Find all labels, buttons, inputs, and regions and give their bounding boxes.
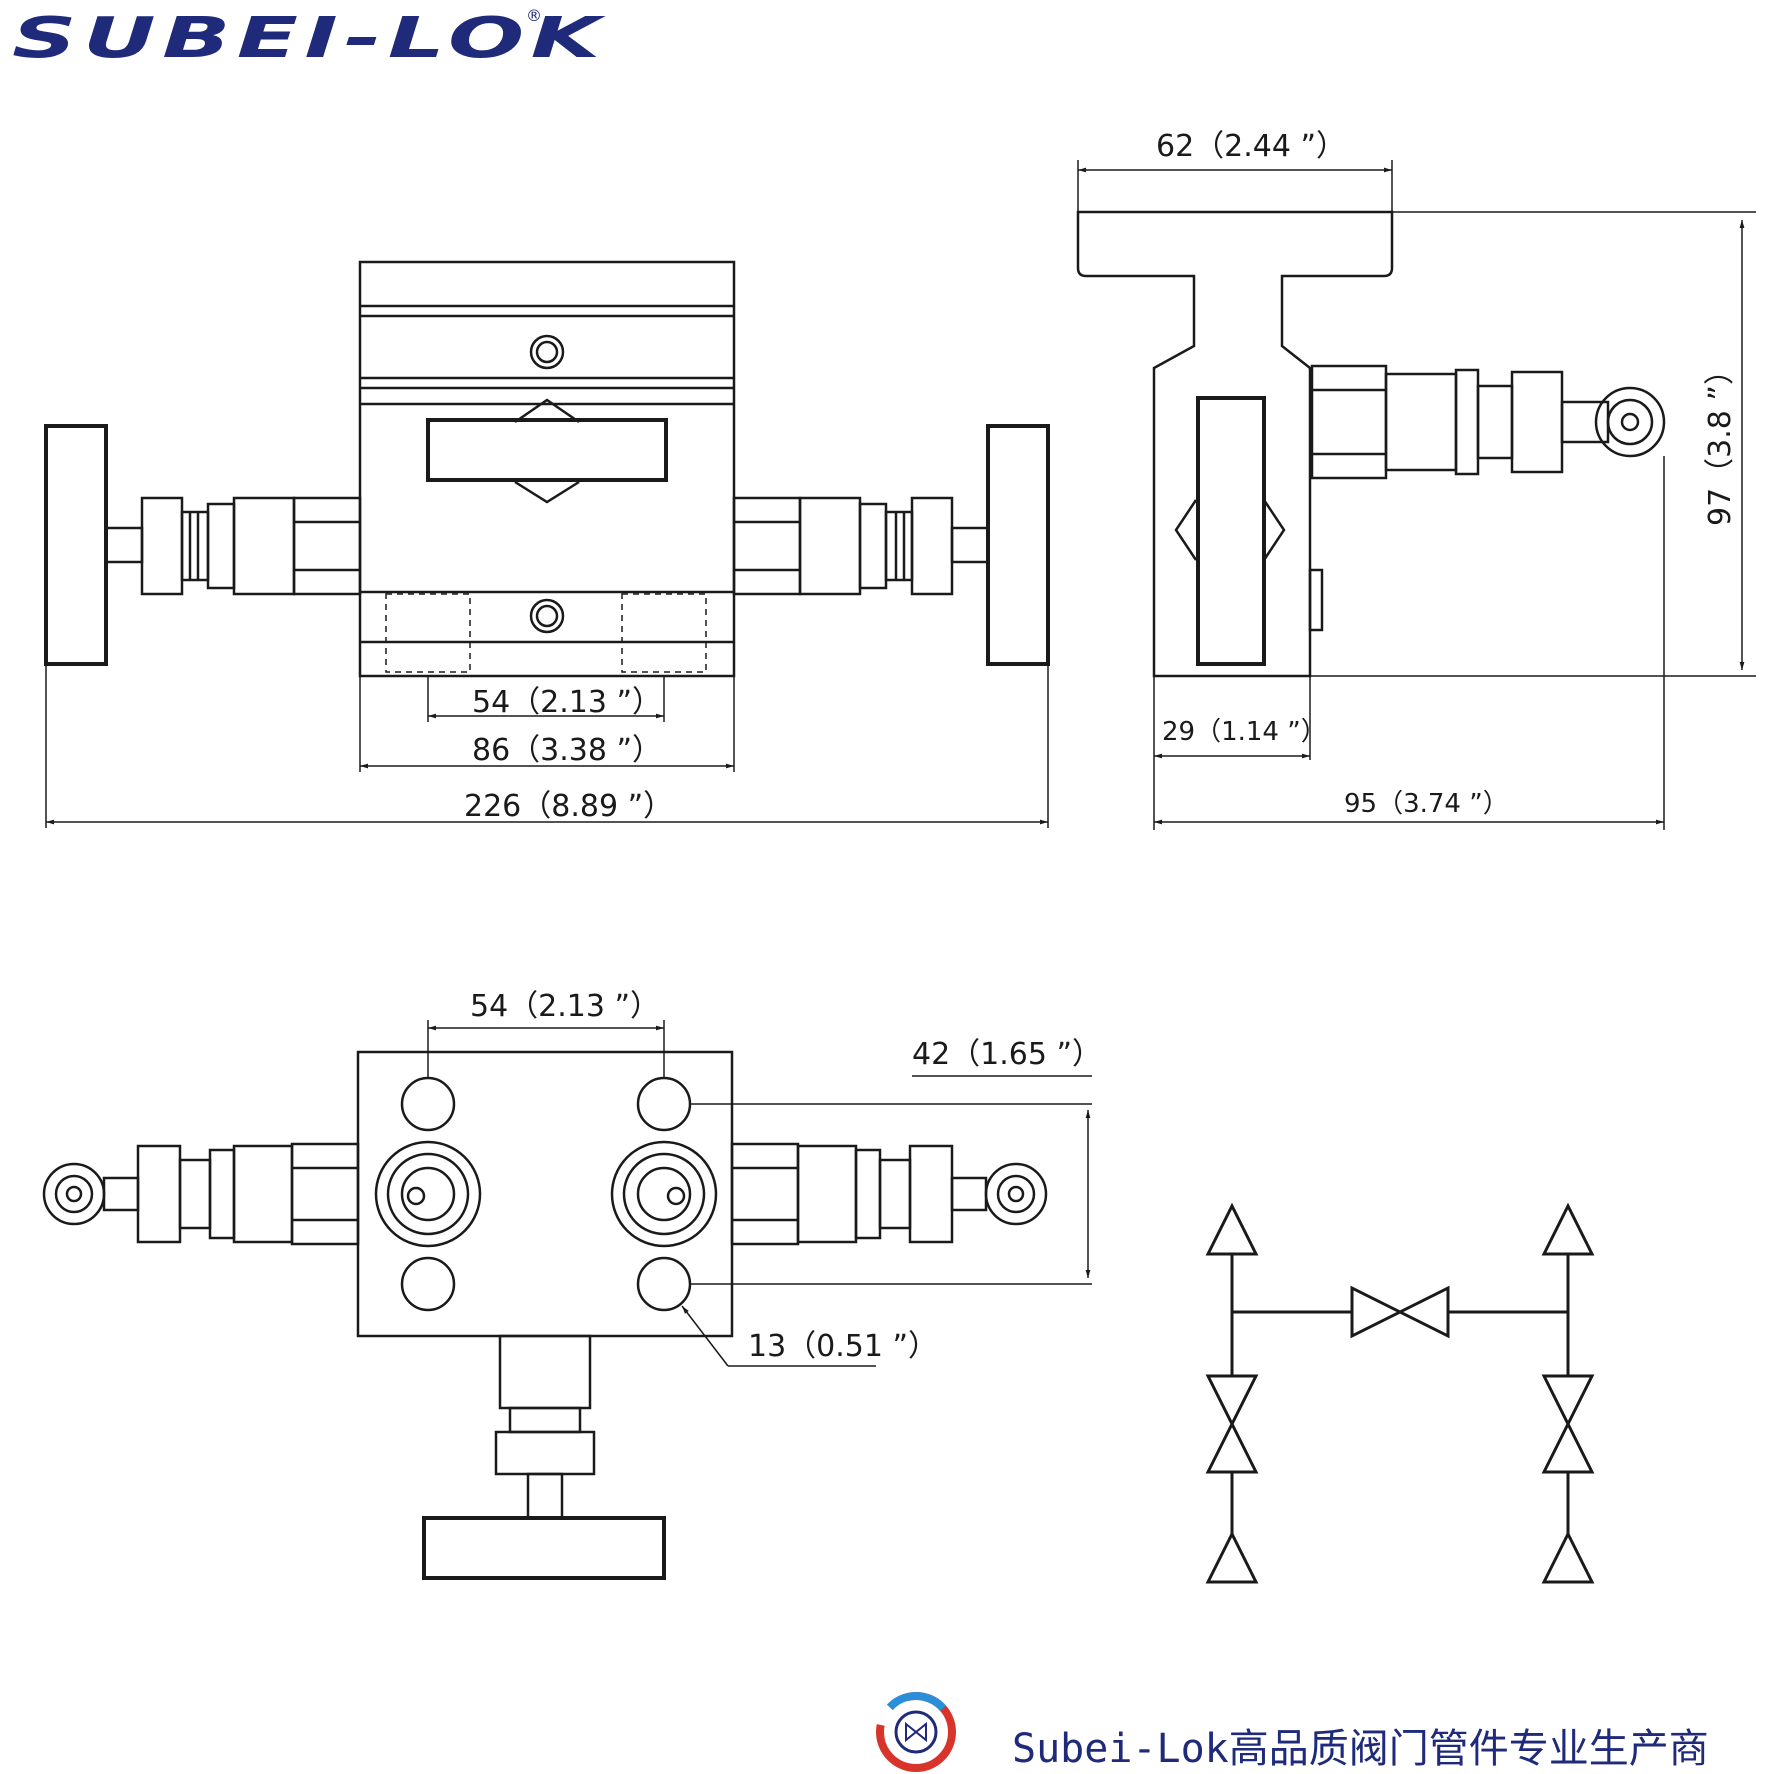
dim-bottom-hole-dia: 13（0.51 ”） [748, 1329, 938, 1364]
valve-schematic [1205, 1202, 1595, 1584]
side-dimensions [1077, 160, 1756, 830]
dimension-labels: 54（2.13 ”） 86（3.38 ”） 226（8.89 ”） 62（2.4… [464, 129, 1738, 1364]
front-dimensions [45, 664, 1049, 828]
footer-tagline: Subei-Lok高品质阀门管件专业生产商 [1012, 1716, 1709, 1774]
footer-brand: Subei-Lok [1012, 1726, 1229, 1772]
bottom-view [42, 1050, 1048, 1580]
side-view [1076, 210, 1666, 678]
dim-side-total: 95（3.74 ”） [1344, 789, 1509, 819]
brand-logo: SUBEI-LOK [12, 6, 607, 71]
registered-mark: ® [526, 6, 542, 25]
dim-bottom-holes: 54（2.13 ”） [470, 989, 660, 1024]
dim-front-inner: 54（2.13 ”） [472, 685, 662, 720]
company-logo-icon [876, 1692, 956, 1772]
dim-bottom-height: 42（1.65 ”） [912, 1037, 1102, 1072]
footer-slogan: 高品质阀门管件专业生产商 [1228, 1726, 1709, 1772]
front-view [44, 260, 1050, 678]
dim-front-total: 226（8.89 ”） [464, 789, 673, 824]
dim-side-top: 62（2.44 ”） [1156, 129, 1346, 164]
dim-front-body: 86（3.38 ”） [472, 733, 662, 768]
dim-side-small: 29（1.14 ”） [1162, 717, 1327, 747]
dim-side-height: 97（3.8 ”） [1703, 355, 1738, 526]
bottom-dimensions [427, 1020, 1092, 1367]
